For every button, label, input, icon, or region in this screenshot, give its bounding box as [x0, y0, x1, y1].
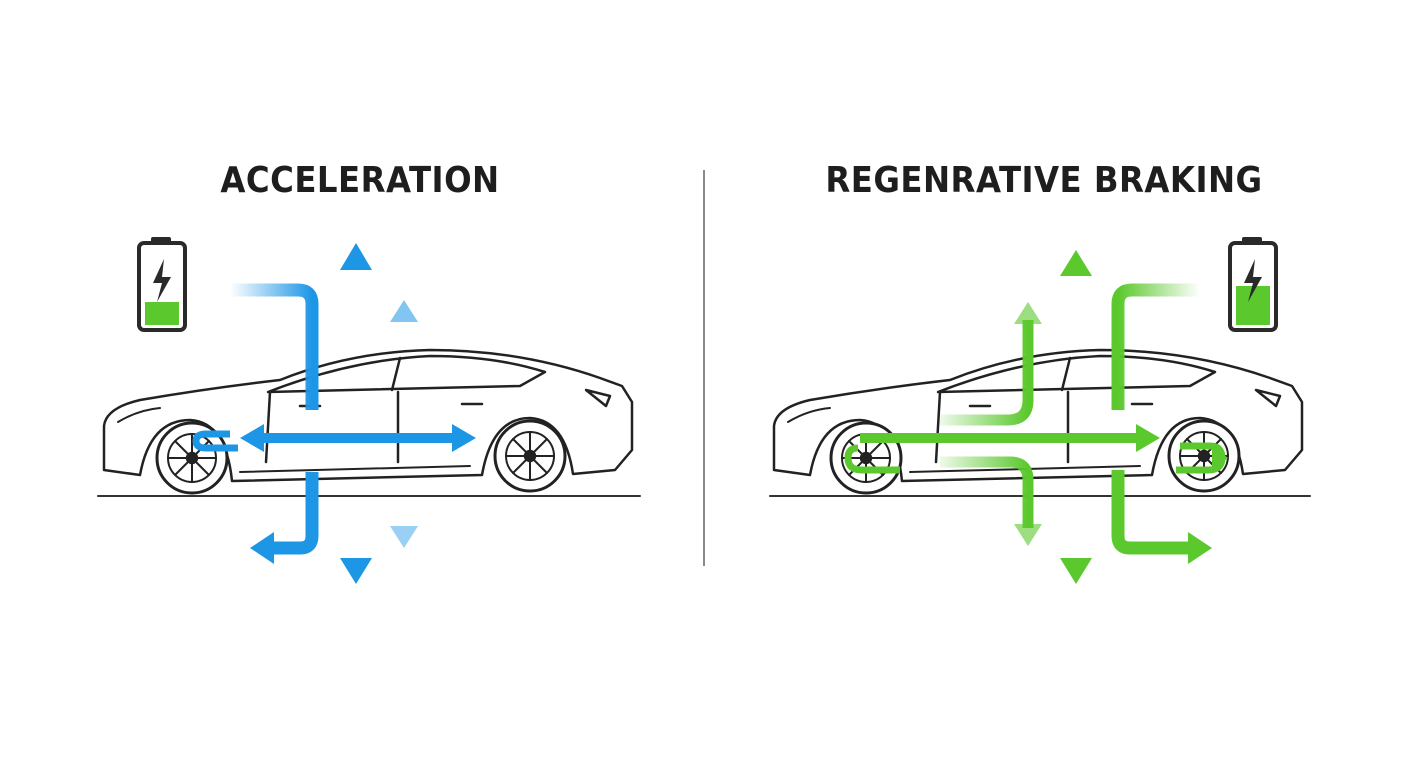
- regenerative-braking-illustration: [769, 237, 1311, 584]
- acceleration-title: ACCELERATION: [220, 160, 500, 201]
- energy-flow-arrows: [844, 250, 1228, 584]
- battery-charging-icon: [137, 237, 187, 332]
- acceleration-panel: ACCELERATION: [97, 160, 641, 584]
- car-illustration: [97, 348, 641, 497]
- battery-level: [145, 302, 179, 325]
- energy-flow-arrows: [192, 243, 476, 584]
- regenerative-braking-title: REGENRATIVE BRAKING: [825, 160, 1263, 201]
- car-illustration: [769, 348, 1311, 497]
- battery-charging-icon: [1228, 237, 1278, 332]
- regenerative-braking-panel: REGENRATIVE BRAKING: [704, 0, 1408, 768]
- panel-divider: [703, 170, 705, 566]
- acceleration-illustration: [97, 237, 641, 584]
